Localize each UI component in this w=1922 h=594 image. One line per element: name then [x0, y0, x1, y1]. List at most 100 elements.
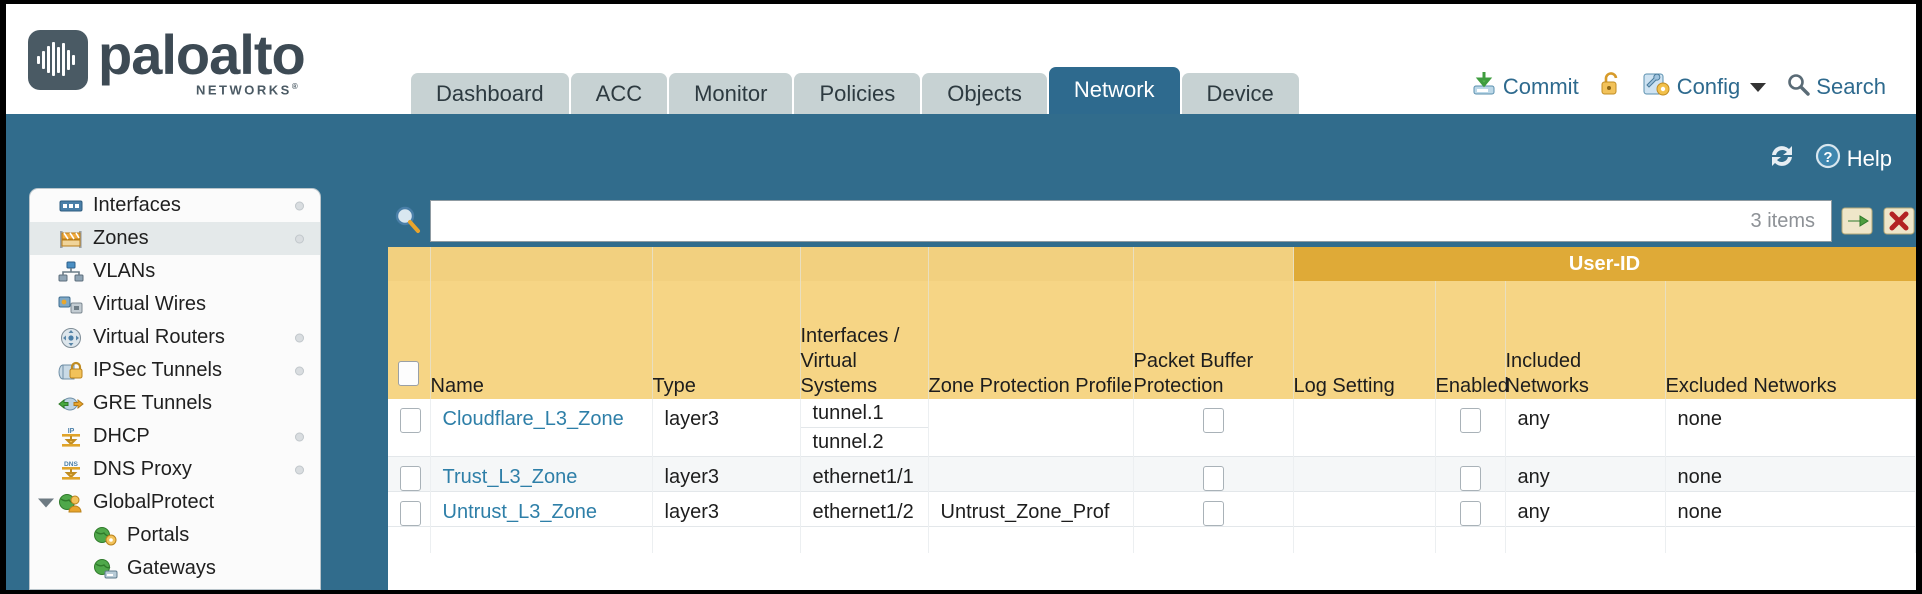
userid-enabled-checkbox[interactable] — [1459, 408, 1481, 433]
apply-filter-button[interactable] — [1840, 204, 1874, 238]
content-area: Interfaces Zones — [6, 189, 1916, 590]
sidebar-item-dhcp[interactable]: IP DHCP — [30, 420, 320, 453]
tab-acc[interactable]: ACC — [570, 73, 668, 114]
cell-type: layer3 — [652, 399, 801, 457]
cell-name[interactable]: Trust_L3_Zone — [430, 456, 653, 492]
row-checkbox[interactable] — [400, 501, 421, 526]
sidebar-item-vlans[interactable]: VLANs — [30, 255, 320, 288]
sidebar-item-gre-tunnels[interactable]: GRE Tunnels — [30, 387, 320, 420]
search-button[interactable]: Search — [1786, 72, 1886, 102]
gre-tunnels-icon — [58, 393, 84, 415]
cell-name[interactable]: Untrust_L3_Zone — [430, 491, 653, 527]
context-bar-actions: ? Help — [1767, 142, 1892, 176]
tab-objects[interactable]: Objects — [922, 73, 1047, 114]
sidebar-item-portals[interactable]: Portals — [30, 519, 320, 552]
packet-buffer-protection-checkbox[interactable] — [1202, 501, 1224, 526]
table-row[interactable]: Cloudflare_L3_Zone layer3 tunnel.1 tunne… — [388, 399, 1916, 457]
cell-type: layer3 — [652, 456, 801, 492]
sidebar-item-interfaces[interactable]: Interfaces — [30, 189, 320, 222]
status-dot — [295, 432, 304, 441]
paloalto-web-ui: paloalto NETWORKS® Dashboard ACC Monitor… — [6, 4, 1916, 590]
paloalto-logo: paloalto NETWORKS® — [28, 24, 306, 97]
column-header-excluded-networks[interactable]: Excluded Networks — [1665, 281, 1916, 399]
cell-packet-buffer-protection[interactable] — [1133, 491, 1294, 527]
column-header-log-setting[interactable]: Log Setting — [1293, 281, 1436, 399]
sidebar-item-zones[interactable]: Zones — [30, 222, 320, 255]
item-count-label: 3 items — [1750, 209, 1815, 232]
userid-enabled-checkbox[interactable] — [1459, 466, 1481, 491]
column-header-included-networks[interactable]: Included Networks — [1505, 281, 1666, 399]
interface-entry: tunnel.1 — [800, 399, 928, 428]
help-label: Help — [1846, 146, 1892, 171]
search-row: 3 items — [388, 189, 1916, 247]
tab-device[interactable]: Device — [1181, 73, 1299, 114]
table-row[interactable]: Trust_L3_Zone layer3 ethernet1/1 — [388, 456, 1916, 492]
row-select-cell[interactable] — [388, 491, 431, 527]
cell-excluded-networks: none — [1665, 456, 1916, 492]
row-checkbox[interactable] — [400, 408, 421, 433]
row-checkbox[interactable] — [400, 466, 421, 491]
zones-panel: 3 items — [388, 189, 1916, 590]
filter-search-icon[interactable] — [392, 204, 422, 239]
commit-button[interactable]: Commit — [1471, 71, 1579, 103]
cell-userid-enabled[interactable] — [1435, 491, 1506, 527]
tab-monitor[interactable]: Monitor — [669, 73, 793, 114]
sidebar-item-virtual-routers[interactable]: Virtual Routers — [30, 321, 320, 354]
sidebar-item-gateways[interactable]: Gateways — [30, 552, 320, 585]
cell-zone-protection-profile: Untrust_Zone_Prof — [928, 491, 1134, 527]
config-menu[interactable]: Config — [1643, 71, 1767, 103]
sidebar-item-globalprotect[interactable]: GlobalProtect — [30, 486, 320, 519]
zone-link[interactable]: Cloudflare_L3_Zone — [442, 408, 624, 430]
column-header-name[interactable]: Name — [430, 281, 653, 399]
top-action-bar: Commit — [1471, 66, 1886, 108]
tab-network[interactable]: Network — [1048, 67, 1180, 114]
sidebar-item-virtual-wires[interactable]: Virtual Wires — [30, 288, 320, 321]
chevron-down-icon[interactable] — [1750, 82, 1767, 92]
virtual-wires-icon — [58, 294, 84, 316]
cell-log-setting — [1293, 491, 1436, 527]
row-select-cell[interactable] — [388, 456, 431, 492]
commit-icon — [1471, 71, 1497, 103]
zone-link[interactable]: Trust_L3_Zone — [442, 466, 578, 488]
cell-packet-buffer-protection[interactable] — [1133, 399, 1294, 457]
cell-interfaces: ethernet1/1 — [800, 456, 929, 492]
column-header-interfaces[interactable]: Interfaces / Virtual Systems — [800, 281, 929, 399]
top-header: paloalto NETWORKS® Dashboard ACC Monitor… — [6, 4, 1916, 114]
column-header-enabled[interactable]: Enabled — [1435, 281, 1509, 399]
sidebar-item-ipsec-tunnels[interactable]: IPSec Tunnels — [30, 354, 320, 387]
svg-text:IP: IP — [68, 428, 75, 435]
cell-userid-enabled[interactable] — [1435, 399, 1506, 457]
main-nav-tabs[interactable]: Dashboard ACC Monitor Policies Objects N… — [411, 67, 1301, 114]
packet-buffer-protection-checkbox[interactable] — [1202, 466, 1224, 491]
cell-name[interactable]: Cloudflare_L3_Zone — [430, 399, 653, 457]
tab-dashboard[interactable]: Dashboard — [411, 73, 569, 114]
column-header-packet-buffer-protection[interactable]: Packet Buffer Protection — [1133, 281, 1294, 399]
gateways-icon — [92, 558, 118, 580]
userid-enabled-checkbox[interactable] — [1459, 501, 1481, 526]
clear-filter-button[interactable] — [1882, 204, 1916, 238]
lock-button[interactable] — [1599, 71, 1623, 103]
status-dot — [295, 366, 304, 375]
select-all-header[interactable] — [388, 281, 431, 399]
tab-policies[interactable]: Policies — [794, 73, 921, 114]
packet-buffer-protection-checkbox[interactable] — [1202, 408, 1224, 433]
vlans-icon — [58, 261, 84, 283]
expander-triangle-icon[interactable] — [38, 498, 54, 507]
zones-table-wrap: User-ID Name Type Interfaces / Virtual S… — [388, 247, 1916, 590]
group-spacer — [430, 247, 653, 281]
search-input[interactable]: 3 items — [430, 200, 1832, 242]
cell-userid-enabled[interactable] — [1435, 456, 1506, 492]
sidebar-item-label: DHCP — [93, 425, 150, 447]
search-icon — [1786, 72, 1810, 102]
refresh-icon[interactable] — [1767, 142, 1797, 176]
zone-link[interactable]: Untrust_L3_Zone — [442, 501, 598, 523]
select-all-checkbox[interactable] — [398, 361, 420, 386]
row-select-cell[interactable] — [388, 399, 431, 457]
table-row[interactable]: Untrust_L3_Zone layer3 ethernet1/2 Untru… — [388, 491, 1916, 527]
column-header-type[interactable]: Type — [652, 281, 801, 399]
cell-packet-buffer-protection[interactable] — [1133, 456, 1294, 492]
help-link[interactable]: ? Help — [1815, 143, 1892, 175]
column-header-zone-protection-profile[interactable]: Zone Protection Profile — [928, 281, 1134, 399]
group-header-user-id: User-ID — [1293, 247, 1916, 281]
sidebar-item-dns-proxy[interactable]: DNS DNS Proxy — [30, 453, 320, 486]
